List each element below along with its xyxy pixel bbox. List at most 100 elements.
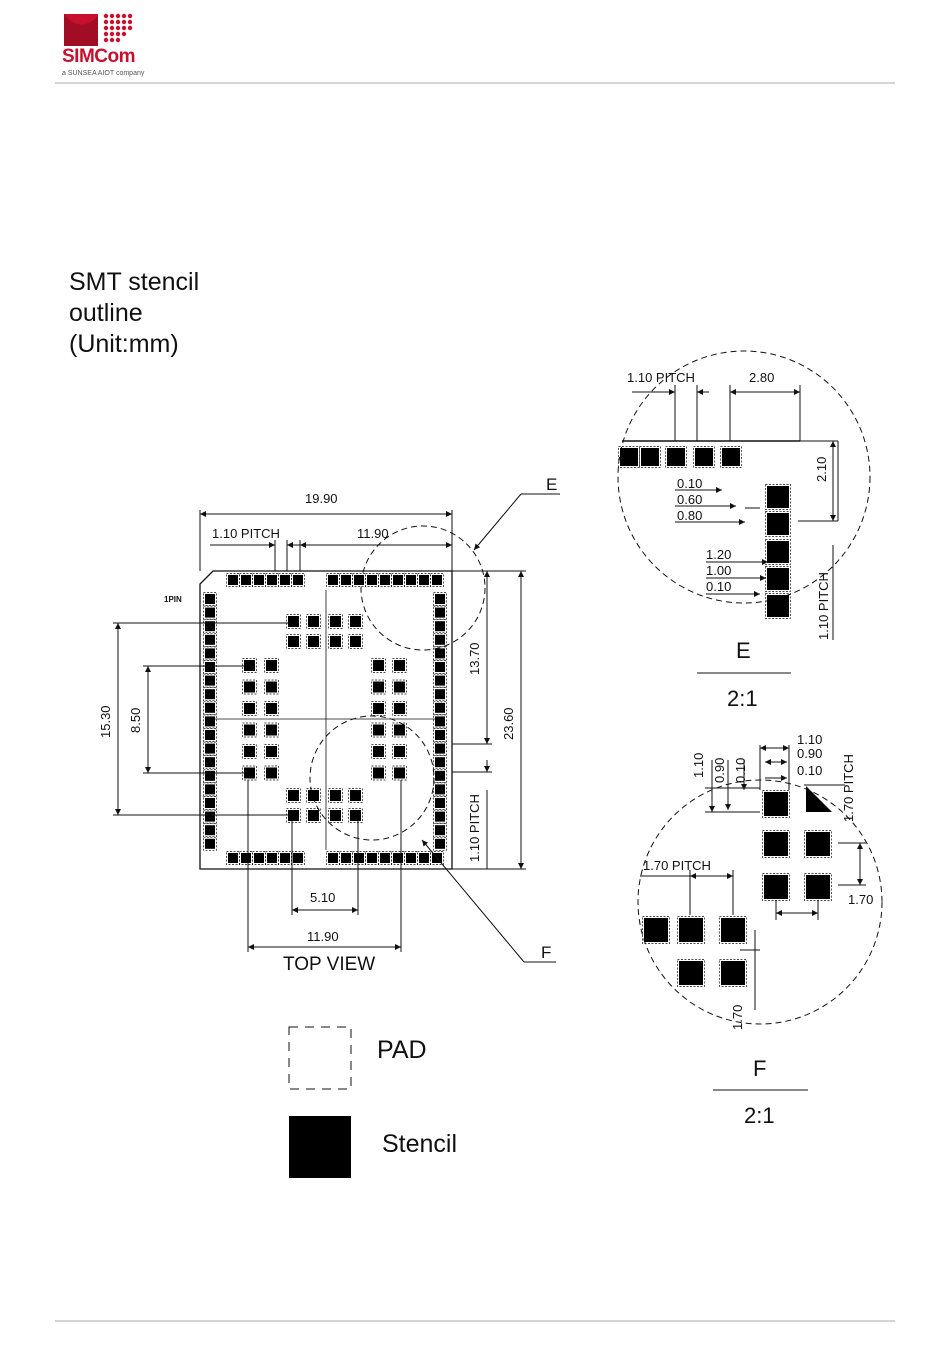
stencil-pad	[435, 648, 445, 658]
stencil-pad	[330, 810, 341, 821]
detail-f-pad	[721, 918, 745, 942]
dim-right-pitch: 1.10 PITCH	[467, 794, 482, 862]
dim-bottom-outer: 11.90	[307, 929, 339, 944]
detail-e-label: E	[736, 638, 751, 663]
stencil-pad	[205, 648, 215, 658]
detail-e-pad	[767, 486, 789, 508]
stencil-pad	[205, 771, 215, 781]
stencil-pad	[393, 575, 403, 585]
detail-f-090v: 0.90	[712, 758, 727, 783]
dim-left-inner: 8.50	[128, 708, 143, 733]
stencil-pad	[244, 725, 255, 736]
stencil-pad	[394, 746, 405, 757]
stencil-pad	[406, 575, 416, 585]
stencil-pad	[419, 853, 429, 863]
callout-e: E	[546, 475, 557, 494]
detail-e-120: 1.20	[706, 547, 731, 562]
stencil-pad	[435, 784, 445, 794]
detail-f-side-pitch: 1.70 PITCH	[841, 754, 856, 822]
detail-f-110v: 1.10	[691, 753, 706, 778]
detail-e-scale: 2:1	[727, 686, 758, 711]
detail-f-170h: 1.70	[848, 892, 873, 907]
stencil-pad	[373, 725, 384, 736]
stencil-pad	[267, 853, 277, 863]
stencil-pad	[435, 730, 445, 740]
stencil-pad	[244, 660, 255, 671]
dim-right-upper: 13.70	[467, 642, 482, 675]
stencil-pad	[254, 575, 264, 585]
stencil-pad	[205, 608, 215, 618]
stencil-pad	[406, 853, 416, 863]
detail-e-pad	[641, 448, 659, 466]
stencil-pad	[244, 768, 255, 779]
stencil-pad	[266, 725, 277, 736]
detail-f-110h: 1.10	[797, 732, 822, 747]
detail-e-pad	[722, 448, 740, 466]
stencil-pad	[288, 636, 299, 647]
stencil-pad	[241, 575, 251, 585]
detail-f-010v: 0.10	[733, 758, 748, 783]
detail-f-010h: 0.10	[797, 763, 822, 778]
stencil-pad	[244, 746, 255, 757]
stencil-pad	[330, 616, 341, 627]
stencil-pad	[373, 746, 384, 757]
stencil-pad	[380, 575, 390, 585]
stencil-pad	[288, 616, 299, 627]
stencil-pad	[205, 689, 215, 699]
dim-left-outer: 15.30	[98, 705, 113, 738]
stencil-pad	[394, 725, 405, 736]
top-view-caption: TOP VIEW	[283, 954, 375, 975]
stencil-pad	[380, 853, 390, 863]
detail-f-pad	[806, 832, 830, 856]
stencil-pad	[373, 682, 384, 693]
stencil-pad	[435, 839, 445, 849]
legend-pad-swatch	[289, 1027, 351, 1089]
stencil-pad	[328, 853, 338, 863]
stencil-pad	[205, 839, 215, 849]
stencil-pad	[435, 798, 445, 808]
stencil-pad	[419, 575, 429, 585]
stencil-pad	[394, 682, 405, 693]
detail-e-010b: 0.10	[706, 579, 731, 594]
stencil-pad	[205, 784, 215, 794]
stencil-pad	[435, 757, 445, 767]
stencil-pad	[435, 689, 445, 699]
stencil-pad	[205, 730, 215, 740]
dim-pitch-top: 1.10 PITCH	[212, 526, 280, 541]
stencil-pad	[328, 575, 338, 585]
legend-stencil-swatch	[289, 1116, 351, 1178]
stencil-pad	[350, 636, 361, 647]
stencil-pad	[341, 853, 351, 863]
stencil-pad	[435, 703, 445, 713]
detail-e-210: 2.10	[814, 457, 829, 482]
detail-e-010a: 0.10	[677, 476, 702, 491]
detail-f-pad	[764, 792, 788, 816]
legend-pad-label: PAD	[377, 1036, 427, 1064]
stencil-pad	[432, 575, 442, 585]
detail-f-label: F	[753, 1056, 766, 1081]
callout-f: F	[541, 943, 551, 962]
stencil-pad	[435, 621, 445, 631]
stencil-pad	[354, 575, 364, 585]
stencil-pad	[435, 662, 445, 672]
stencil-pad	[354, 853, 364, 863]
stencil-pad	[367, 853, 377, 863]
legend-stencil-label: Stencil	[382, 1130, 457, 1158]
stencil-pad	[266, 768, 277, 779]
stencil-pad	[308, 636, 319, 647]
stencil-pad	[266, 703, 277, 714]
detail-f-pad	[679, 918, 703, 942]
detail-f-pad	[644, 918, 668, 942]
stencil-pad	[228, 575, 238, 585]
stencil-pad	[394, 768, 405, 779]
stencil-pad	[394, 660, 405, 671]
detail-e-pad	[620, 448, 638, 466]
stencil-pad	[373, 768, 384, 779]
stencil-pad	[373, 660, 384, 671]
stencil-pad	[367, 575, 377, 585]
stencil-pad	[435, 716, 445, 726]
detail-e-100: 1.00	[706, 563, 731, 578]
stencil-pad	[350, 790, 361, 801]
stencil-pad	[267, 575, 277, 585]
